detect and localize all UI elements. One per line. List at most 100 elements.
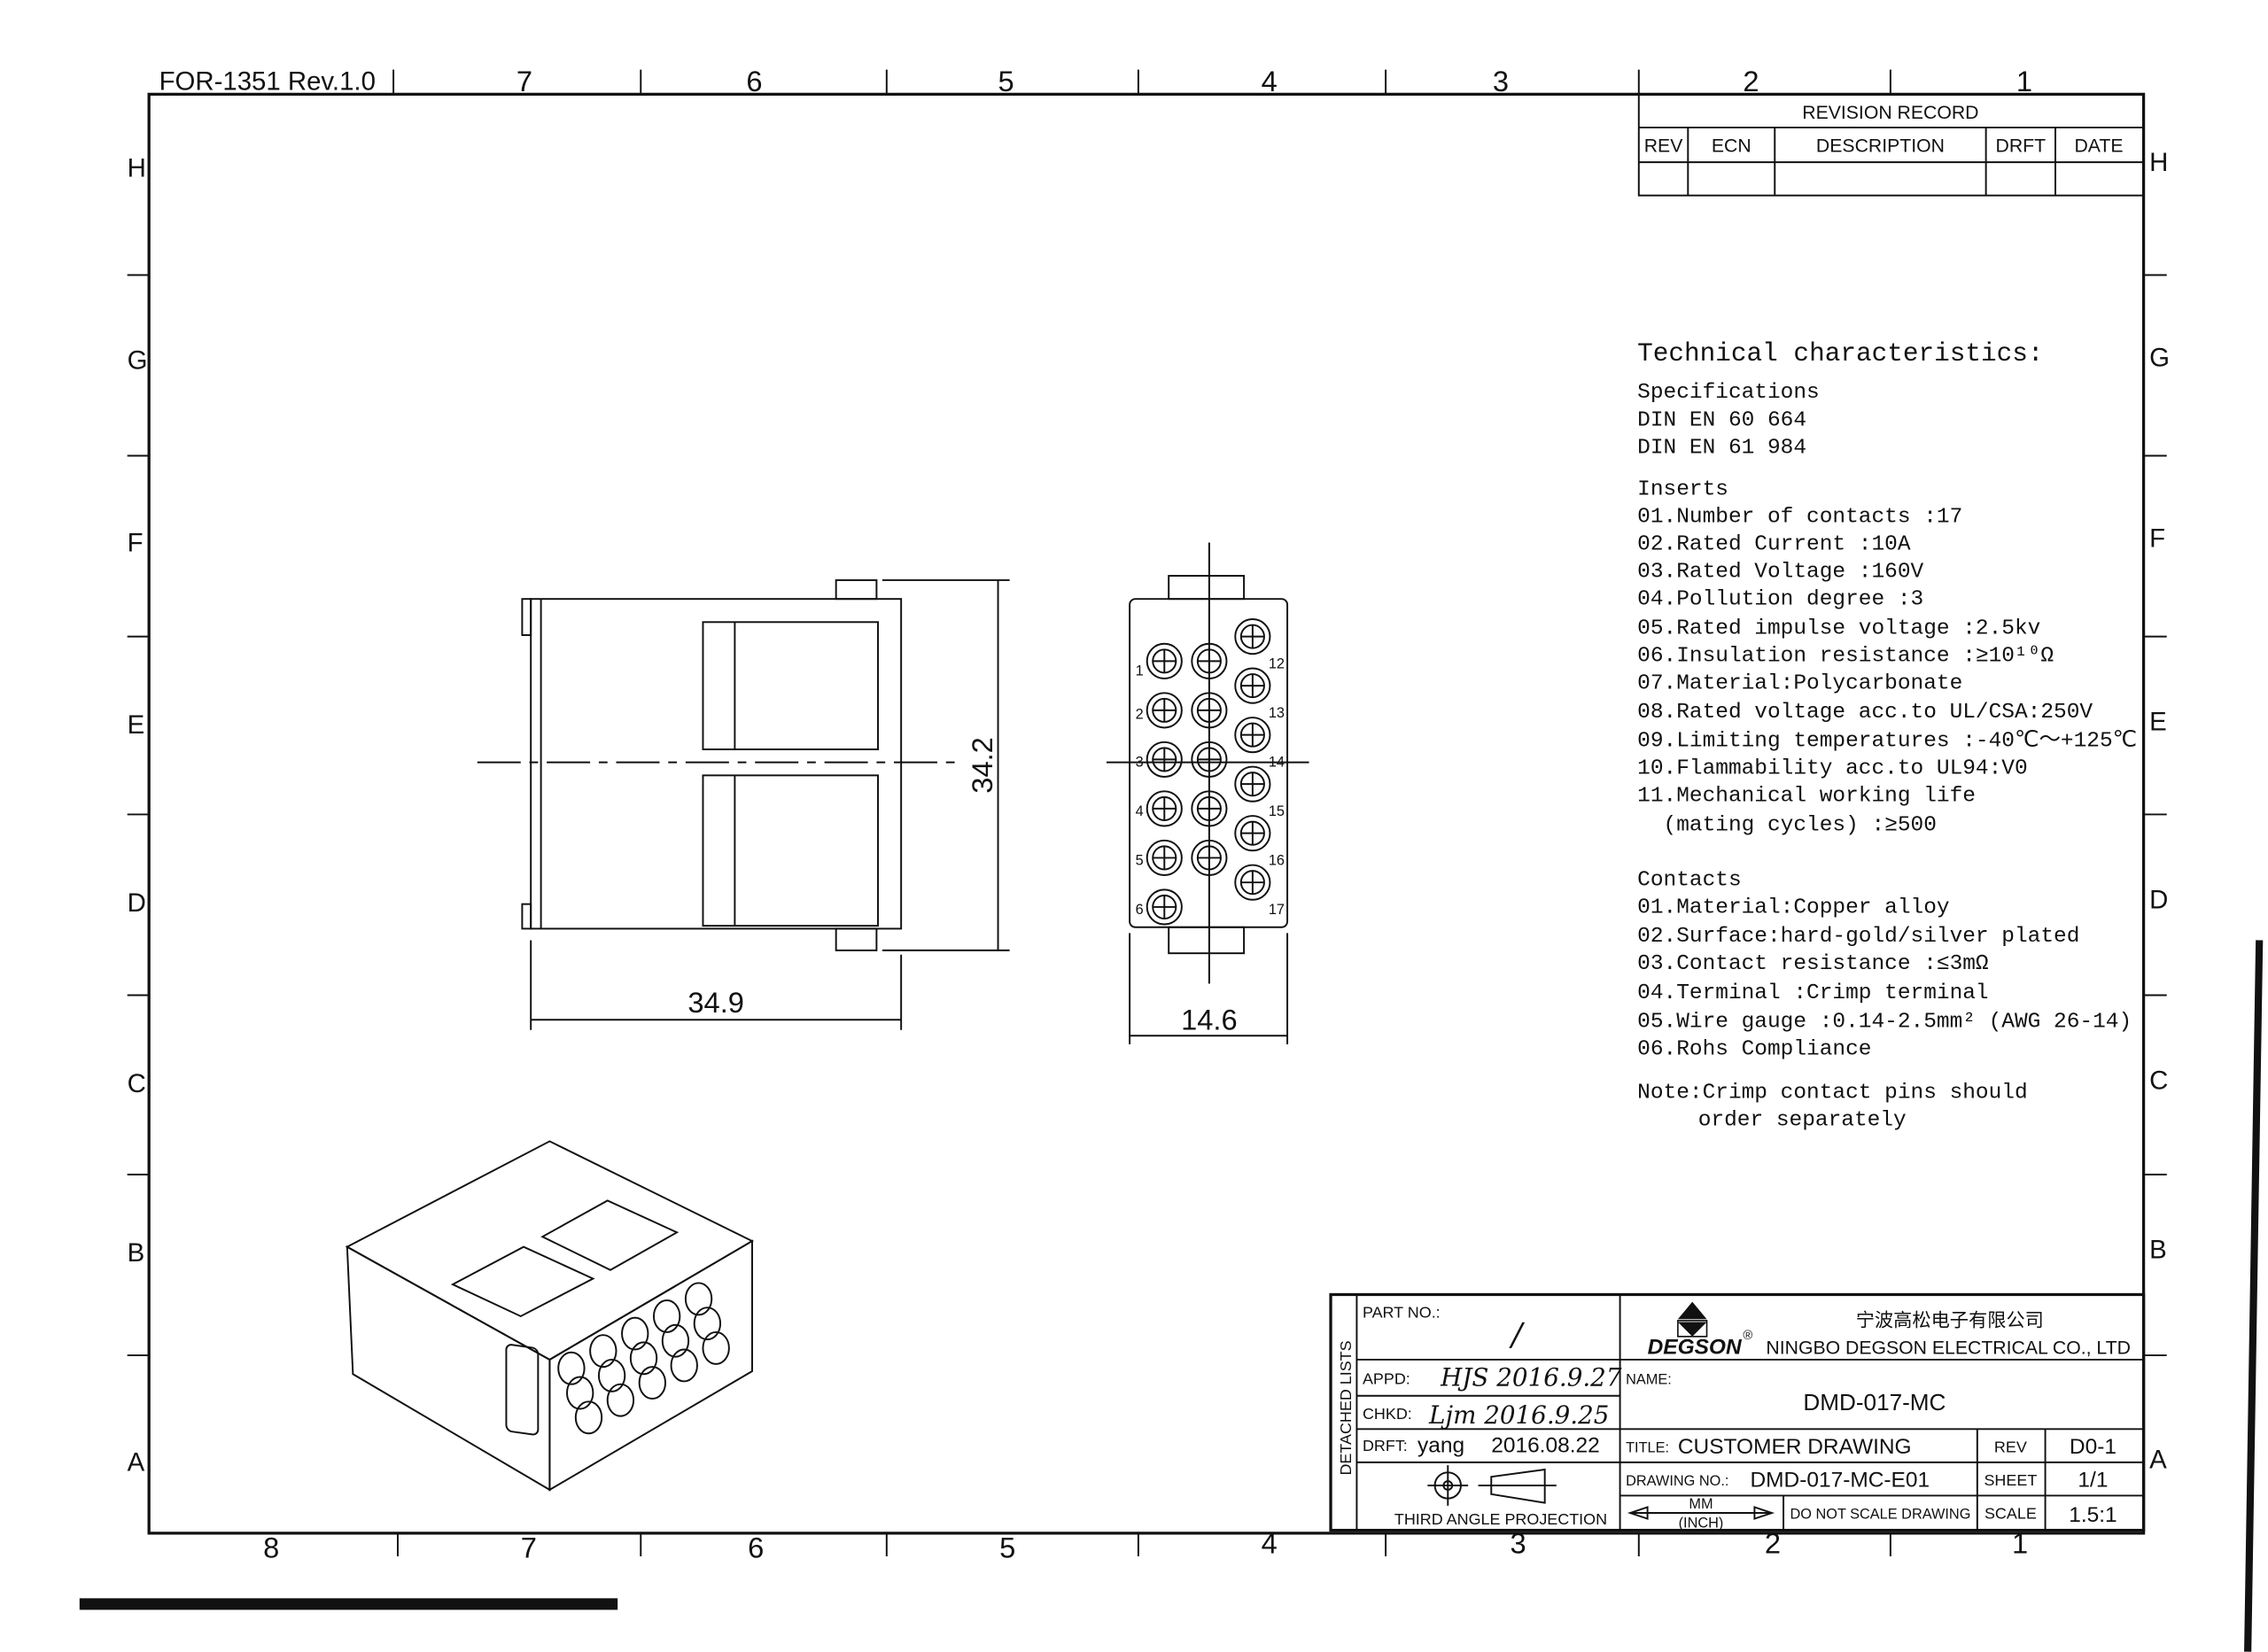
svg-text:3: 3 xyxy=(1510,1527,1526,1560)
svg-text:07.Material:Polycarbonate: 07.Material:Polycarbonate xyxy=(1637,671,1962,695)
isometric-cavity xyxy=(702,1330,730,1365)
isometric-cavity xyxy=(684,1282,713,1316)
svg-text:DRFT: DRFT xyxy=(1996,136,2047,157)
svg-text:1: 1 xyxy=(2012,1527,2028,1560)
svg-text:A: A xyxy=(2149,1445,2167,1474)
svg-text:C: C xyxy=(2149,1066,2168,1096)
contact-cavity-icon xyxy=(1146,839,1183,876)
isometric-cavity xyxy=(621,1316,649,1351)
svg-text:DETACHED LISTS: DETACHED LISTS xyxy=(1337,1340,1355,1475)
svg-text:4: 4 xyxy=(1262,1527,1278,1560)
svg-text:5: 5 xyxy=(998,65,1014,97)
isometric-view xyxy=(345,1140,755,1492)
dimension-width: 34.9 xyxy=(687,986,744,1019)
isometric-cavity xyxy=(597,1358,626,1392)
svg-text:SHEET: SHEET xyxy=(1984,1471,2037,1489)
svg-text:2016.08.22: 2016.08.22 xyxy=(1491,1433,1599,1457)
contact-cavity-icon xyxy=(1191,741,1228,778)
svg-text:6: 6 xyxy=(748,1532,764,1564)
svg-text:PART NO.:: PART NO.: xyxy=(1363,1304,1441,1322)
svg-text:DATE: DATE xyxy=(2074,136,2123,157)
svg-text:6: 6 xyxy=(1136,902,1144,918)
isometric-cavity xyxy=(638,1366,666,1400)
svg-text:NAME:: NAME: xyxy=(1626,1372,1672,1388)
svg-text:02.Rated Current :10A: 02.Rated Current :10A xyxy=(1637,533,1911,557)
svg-text:A: A xyxy=(128,1448,145,1477)
left-row-labels: HG FE DC BA xyxy=(128,153,148,1477)
isometric-cavity xyxy=(606,1383,635,1417)
svg-text:03.Rated Voltage :160V: 03.Rated Voltage :160V xyxy=(1637,561,1923,585)
svg-text:THIRD ANGLE PROJECTION: THIRD ANGLE PROJECTION xyxy=(1394,1510,1607,1528)
technical-characteristics: Technical characteristics: Specification… xyxy=(1637,339,2137,1133)
contact-cavity-icon xyxy=(1146,888,1183,926)
svg-text:SCALE: SCALE xyxy=(1984,1505,2037,1523)
svg-text:08.Rated voltage acc.to UL/CSA: 08.Rated voltage acc.to UL/CSA:250V xyxy=(1637,701,2093,725)
svg-text:ECN: ECN xyxy=(1712,136,1751,157)
svg-text:CUSTOMER DRAWING: CUSTOMER DRAWING xyxy=(1678,1435,1912,1459)
svg-text:Note:Crimp contact pins should: Note:Crimp contact pins should xyxy=(1637,1081,2028,1105)
row-ticks xyxy=(127,274,2167,1357)
svg-text:G: G xyxy=(2149,343,2170,372)
contact-cavity-icon xyxy=(1191,790,1228,827)
third-angle-projection-icon xyxy=(1427,1465,1557,1506)
svg-text:DIN EN 60 664: DIN EN 60 664 xyxy=(1637,408,1806,432)
svg-text:8: 8 xyxy=(263,1532,279,1564)
svg-text:05.Wire gauge :0.14-2.5mm² (AW: 05.Wire gauge :0.14-2.5mm² (AWG 26-14) xyxy=(1637,1010,2132,1034)
svg-text:DMD-017-MC: DMD-017-MC xyxy=(1803,1389,1946,1415)
svg-text:/: / xyxy=(1509,1317,1525,1353)
isometric-cavity xyxy=(557,1351,586,1385)
svg-text:2: 2 xyxy=(1136,707,1144,723)
svg-text:E: E xyxy=(128,710,145,740)
svg-text:REVISION RECORD: REVISION RECORD xyxy=(1802,103,1978,123)
svg-text:F: F xyxy=(2149,524,2165,553)
svg-text:05.Rated impulse voltage :2.5k: 05.Rated impulse voltage :2.5kv xyxy=(1637,617,2040,640)
svg-text:5: 5 xyxy=(999,1532,1015,1564)
svg-text:13: 13 xyxy=(1269,705,1285,721)
svg-text:2: 2 xyxy=(1765,1527,1781,1560)
svg-text:D: D xyxy=(2149,886,2168,915)
svg-text:01.Material:Copper alloy: 01.Material:Copper alloy xyxy=(1637,896,1949,919)
svg-text:04.Pollution degree :3: 04.Pollution degree :3 xyxy=(1637,588,1923,612)
svg-text:3: 3 xyxy=(1136,755,1144,771)
revision-record-table: REVISION RECORD REV ECN DESCRIPTION DRFT… xyxy=(1637,93,2145,197)
svg-text:C: C xyxy=(128,1069,146,1098)
svg-text:3: 3 xyxy=(1493,65,1509,97)
isometric-cavity xyxy=(670,1348,698,1383)
svg-text:Specifications: Specifications xyxy=(1637,381,1820,405)
svg-text:CHKD:: CHKD: xyxy=(1363,1405,1412,1423)
svg-text:5: 5 xyxy=(1136,853,1144,869)
svg-text:APPD:: APPD: xyxy=(1363,1370,1410,1388)
svg-text:E: E xyxy=(2149,708,2167,737)
contact-cavity-icon xyxy=(1234,815,1271,852)
svg-text:4: 4 xyxy=(1136,803,1144,819)
svg-text:D0-1: D0-1 xyxy=(2070,1435,2117,1459)
scan-artifact-bar xyxy=(79,1598,618,1610)
contact-cavity-icon xyxy=(1234,765,1271,803)
svg-text:2: 2 xyxy=(1743,65,1759,97)
scan-edge-line xyxy=(2244,940,2264,1652)
svg-text:MM: MM xyxy=(1689,1496,1713,1512)
svg-text:1: 1 xyxy=(2016,65,2032,97)
svg-text:1/1: 1/1 xyxy=(2078,1469,2108,1493)
isometric-cavity xyxy=(566,1376,594,1410)
svg-text:06.Insulation resistance :≥10¹: 06.Insulation resistance :≥10¹⁰Ω xyxy=(1637,644,2054,668)
svg-text:DEGSON: DEGSON xyxy=(1648,1335,1743,1359)
contact-cavity-icon xyxy=(1191,642,1228,679)
svg-text:Inserts: Inserts xyxy=(1637,478,1728,502)
svg-text:REV: REV xyxy=(1994,1438,2027,1455)
svg-text:®: ® xyxy=(1743,1329,1752,1343)
svg-text:16: 16 xyxy=(1269,853,1285,869)
isometric-cavity xyxy=(693,1307,722,1341)
svg-text:DRFT:: DRFT: xyxy=(1363,1437,1408,1454)
svg-text:04.Terminal :Crimp terminal: 04.Terminal :Crimp terminal xyxy=(1637,981,1988,1005)
svg-text:H: H xyxy=(2149,148,2168,177)
svg-text:DIN EN 61 984: DIN EN 61 984 xyxy=(1637,436,1806,460)
svg-text:Contacts: Contacts xyxy=(1637,868,1741,892)
top-zone-labels: 7 6 5 4 3 2 1 xyxy=(517,65,2032,97)
title-block-text: PART NO.: / DETACHED LISTS APPD: HJS 201… xyxy=(1337,1304,2131,1532)
svg-text:17: 17 xyxy=(1269,902,1285,918)
title-block xyxy=(1329,1292,2146,1532)
svg-text:Ljm 2016.9.25: Ljm 2016.9.25 xyxy=(1428,1400,1609,1430)
